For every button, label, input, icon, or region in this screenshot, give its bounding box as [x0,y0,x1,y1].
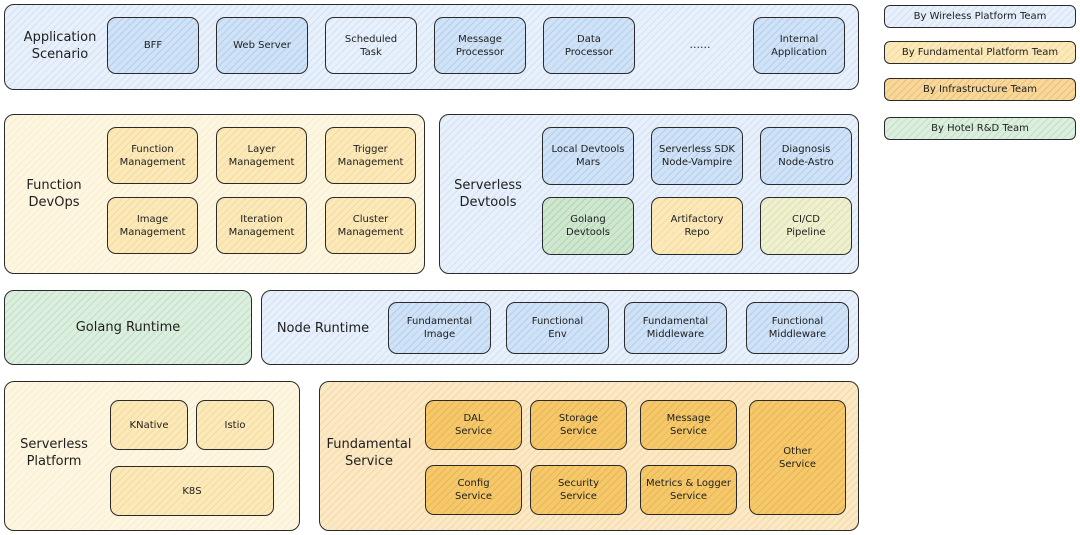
functional-env-box: Functional Env [506,302,609,354]
function-devops-title: Function DevOps [26,178,82,210]
legend-label: By Fundamental Platform Team [901,47,1059,58]
ellipsis-text: ...... [689,38,711,51]
legend-wireless-platform-team: By Wireless Platform Team [884,5,1076,28]
iteration-management-box: Iteration Management [216,197,307,254]
node-runtime-title: Node Runtime [276,321,370,336]
serverless-sdk-node-vampire-box: Serverless SDK Node-Vampire [651,127,743,185]
legend-label: By Wireless Platform Team [913,11,1047,22]
storage-service-box: Storage Service [530,400,627,450]
metrics-logger-service-box: Metrics & Logger Service [640,465,737,515]
knative-box: KNative [110,400,188,450]
scheduled-task-box: Scheduled Task [325,17,417,74]
golang-runtime-layer: Golang Runtime [4,290,252,365]
data-processor-box: Data Processor [543,17,635,74]
message-service-box: Message Service [640,400,737,450]
trigger-management-box: Trigger Management [325,127,416,184]
fundamental-service-title: Fundamental Service [326,437,412,469]
message-processor-box: Message Processor [434,17,526,74]
serverless-platform-title: Serverless Platform [20,437,88,469]
image-management-box: Image Management [107,197,198,254]
legend-label: By Infrastructure Team [923,84,1037,95]
artifactory-repo-box: Artifactory Repo [651,197,743,255]
legend-infrastructure-team: By Infrastructure Team [884,78,1076,101]
security-service-box: Security Service [530,465,627,515]
web-server-box: Web Server [216,17,308,74]
local-devtools-mars-box: Local Devtools Mars [542,127,634,185]
dal-service-box: DAL Service [425,400,522,450]
legend-hotel-rd-team: By Hotel R&D Team [884,117,1076,140]
functional-middleware-box: Functional Middleware [746,302,849,354]
k8s-box: K8S [110,466,274,516]
layer-management-box: Layer Management [216,127,307,184]
fundamental-image-box: Fundamental Image [388,302,491,354]
cluster-management-box: Cluster Management [325,197,416,254]
legend-label: By Hotel R&D Team [931,123,1029,134]
serverless-devtools-title: Serverless Devtools [454,178,522,210]
internal-application-box: Internal Application [753,17,845,74]
application-scenario-title: Application Scenario [23,30,97,62]
fundamental-middleware-box: Fundamental Middleware [624,302,727,354]
other-service-box: Other Service [749,400,846,515]
function-management-box: Function Management [107,127,198,184]
config-service-box: Config Service [425,465,522,515]
legend-fundamental-platform-team: By Fundamental Platform Team [884,41,1076,64]
golang-devtools-box: Golang Devtools [542,197,634,255]
ci-cd-pipeline-box: CI/CD Pipeline [760,197,852,255]
diagnosis-node-astro-box: Diagnosis Node-Astro [760,127,852,185]
golang-runtime-title: Golang Runtime [75,320,181,335]
bff-box: BFF [107,17,199,74]
istio-box: Istio [196,400,274,450]
